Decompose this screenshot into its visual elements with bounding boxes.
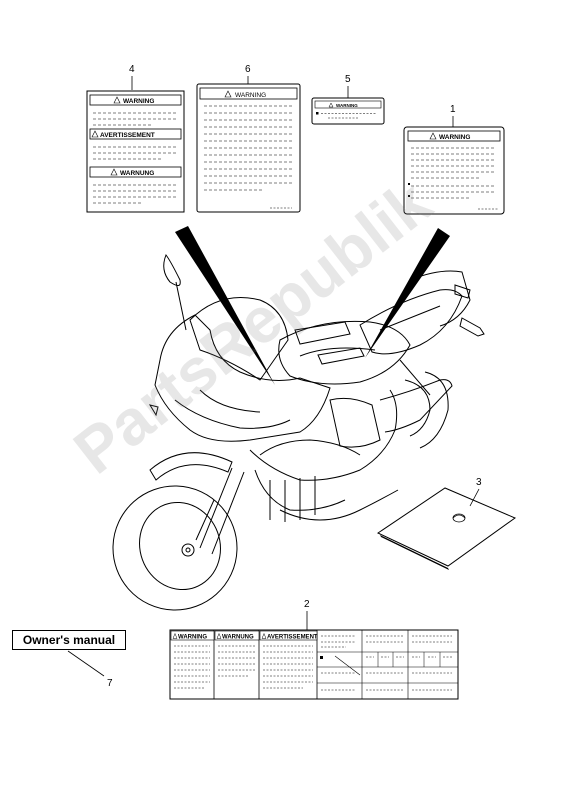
label-2-avertissement: AVERTISSEMENT [267, 635, 318, 641]
label-4-warning: WARNING [123, 98, 154, 105]
callout-4: 4 [129, 64, 135, 75]
warning-triangle-icon [113, 96, 121, 104]
label-6[interactable]: WARNING [196, 83, 301, 213]
callout-3: 3 [476, 477, 482, 488]
leader-label-1 [365, 228, 450, 358]
label-2[interactable]: WARNING WARNUNG AVERTISSEMENT [169, 629, 459, 700]
label-4-avertissement: AVERTISSEMENT [100, 132, 155, 139]
label-6-warning: WARNING [235, 92, 266, 99]
warning-triangle-icon [110, 168, 118, 176]
owners-manual-box[interactable]: Owner's manual [12, 630, 126, 650]
label-5[interactable]: WARNING [311, 97, 385, 125]
motorcycle-drawing [112, 254, 485, 611]
warning-triangle-icon [216, 632, 222, 639]
callout-7: 7 [107, 678, 113, 689]
warning-triangle-icon [429, 132, 437, 140]
label-5-warning: WARNING [336, 103, 358, 108]
leader-label-4 [175, 226, 275, 385]
label-4-warnung: WARNUNG [120, 170, 154, 177]
warning-triangle-icon [261, 632, 267, 639]
callout-5: 5 [345, 74, 351, 85]
label-4[interactable]: WARNING AVERTISSEMENT WARNUNG [86, 90, 185, 213]
callout-6: 6 [245, 64, 251, 75]
owners-manual-label: Owner's manual [22, 633, 116, 647]
callout-1: 1 [450, 104, 456, 115]
label-2-warning: WARNING [178, 635, 207, 641]
item-3-sheet[interactable] [376, 487, 517, 570]
warning-triangle-icon [172, 632, 178, 639]
warning-triangle-icon [328, 102, 334, 108]
label-1-warning: WARNING [439, 134, 470, 141]
callout-2: 2 [304, 599, 310, 610]
warning-triangle-icon [91, 130, 99, 138]
warning-triangle-icon [224, 90, 232, 98]
label-2-warnung: WARNUNG [222, 635, 254, 641]
label-1[interactable]: WARNING [403, 126, 505, 215]
